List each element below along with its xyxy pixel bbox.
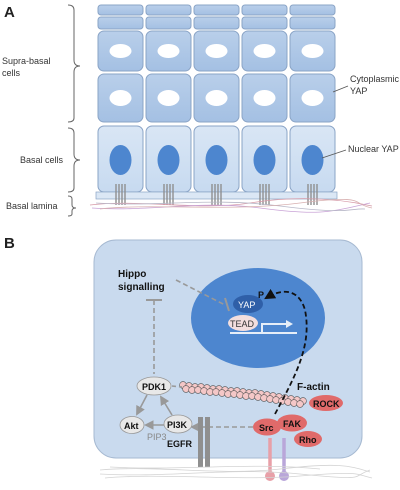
pip3-label: PIP3 [147,432,167,442]
integrin-receptor-pink [265,438,275,481]
hippo-label: Hippo signalling [118,269,165,293]
f-actin-filament [179,381,307,408]
nuclear-pointer [321,149,347,159]
ecm-fibers [99,464,373,479]
rho-label: Rho [299,435,317,445]
pdk1-node [136,376,172,396]
egfr-receptor-left [198,417,203,467]
basal-cells-label: Basal cells [20,155,64,165]
nucleus [191,268,325,368]
hippo-to-yap-inhibition [175,279,226,306]
top-cell-row [97,4,336,30]
mechano-to-yap-arrow [264,288,308,415]
panel-b: B YAP P TEAD Hippo signalling [4,235,373,481]
tead-label: TEAD [230,319,255,329]
nuclear-yap-label: Nuclear YAP [348,144,399,154]
pi3k-label: PI3K [167,420,188,430]
suprabasal-label: Supra-basal cells [2,56,53,78]
integrin-receptor-purple [279,438,289,481]
transcription-arrowhead [286,320,293,328]
tead-protein [228,315,258,331]
cyto-pointer [332,85,349,93]
panel-a-label: A [4,4,15,21]
egfr-label: EGFR [167,439,193,449]
fak-label: FAK [283,419,302,429]
factin-to-pdk1-line [171,385,183,388]
rho-node [294,431,322,447]
pdk1-to-akt-arrow [136,394,148,416]
src-label: Src [259,423,274,433]
basal-lamina-fibers [89,198,373,213]
rock-node [309,395,343,411]
pi3k-to-pdk1-arrow [159,395,173,416]
rock-label: ROCK [313,399,340,409]
basal-lamina-label: Basal lamina [6,201,58,211]
inhibit-bar-yap [224,297,230,312]
suprabasal-cell-rows [97,30,336,123]
yap-protein [233,295,263,313]
src-node [253,418,281,436]
pdk1-label: PDK1 [142,382,166,392]
basal-cell-row [95,125,338,200]
pi3k-node [163,414,193,434]
bracket-lines [67,4,81,217]
panel-b-label: B [4,235,15,252]
phospho-label: P [258,290,264,300]
transcription-arrow [261,323,288,333]
cytoplasmic-yap-label: Cytoplasmic YAP [350,74,400,96]
yap-label: YAP [238,300,255,310]
egfr-receptor-right [205,417,210,467]
akt-node [119,416,145,434]
f-actin-label: F-actin [297,382,330,393]
akt-label: Akt [124,421,139,431]
basal-receptors [115,184,318,205]
fak-node [277,414,307,432]
panel-a: A [2,4,400,217]
